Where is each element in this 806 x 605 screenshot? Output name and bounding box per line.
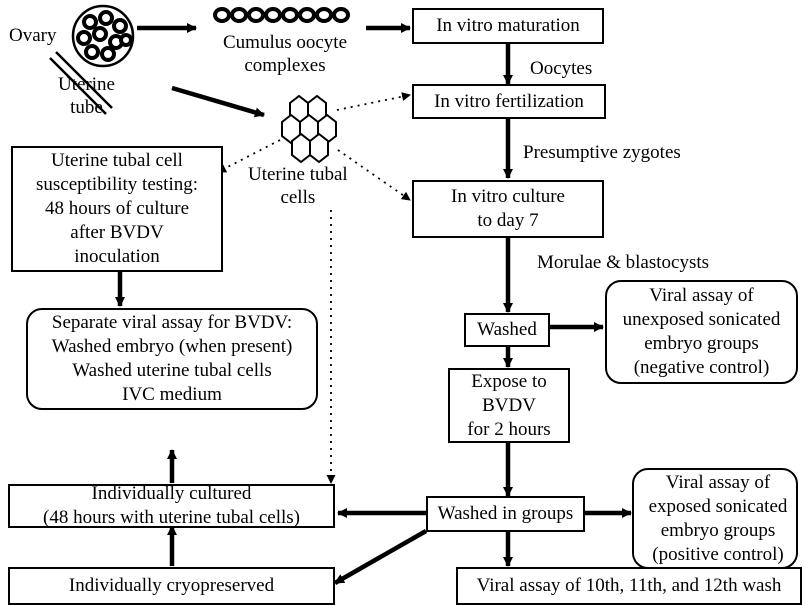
morulae-blastocysts-label: Morulae & blastocysts	[537, 252, 710, 273]
individually-cultured-box: Individually cultured (48 hours with ute…	[8, 483, 335, 528]
washed-box: Washed	[464, 313, 550, 347]
uterine-tubal-cell-susceptibility-box: Uterine tubal cell susceptibility testin…	[11, 146, 223, 272]
cumulus-oocyte-complexes-label: Cumulus oocyte complexes	[223, 32, 348, 76]
oocytes-label: Oocytes	[530, 58, 593, 79]
in-vitro-maturation-box: In vitro maturation	[412, 8, 604, 44]
dotted-arrows	[217, 92, 411, 484]
in-vitro-fertilization-box: In vitro fertilization	[412, 84, 606, 119]
expose-to-bvdv-box: Expose to BVDV for 2 hours	[448, 368, 570, 443]
uterine-tubal-cells-illustration	[281, 94, 337, 164]
positive-control-assay-box: Viral assay of exposed sonicated embryo …	[632, 468, 798, 569]
uterine-tubal-cells-label: Uterine tubal cells	[248, 164, 348, 208]
ovary-illustration	[49, 4, 135, 115]
flow-arrows	[115, 23, 632, 585]
negative-control-assay-box: Viral assay of unexposed sonicated embry…	[605, 280, 798, 384]
uterine-tube-label: Uterine tube	[58, 74, 115, 118]
washed-in-groups-box: Washed in groups	[426, 496, 585, 532]
ovary-label: Ovary	[9, 25, 57, 46]
individually-cryopreserved-box: Individually cryopreserved	[8, 567, 335, 605]
cumulus-oocyte-complexes-illustration	[213, 7, 350, 23]
separate-viral-assay-box: Separate viral assay for BVDV: Washed em…	[26, 308, 318, 410]
wash-assay-box: Viral assay of 10th, 11th, and 12th wash	[456, 567, 802, 605]
presumptive-zygotes-label: Presumptive zygotes	[523, 142, 681, 163]
in-vitro-culture-box: In vitro culture to day 7	[412, 180, 604, 238]
